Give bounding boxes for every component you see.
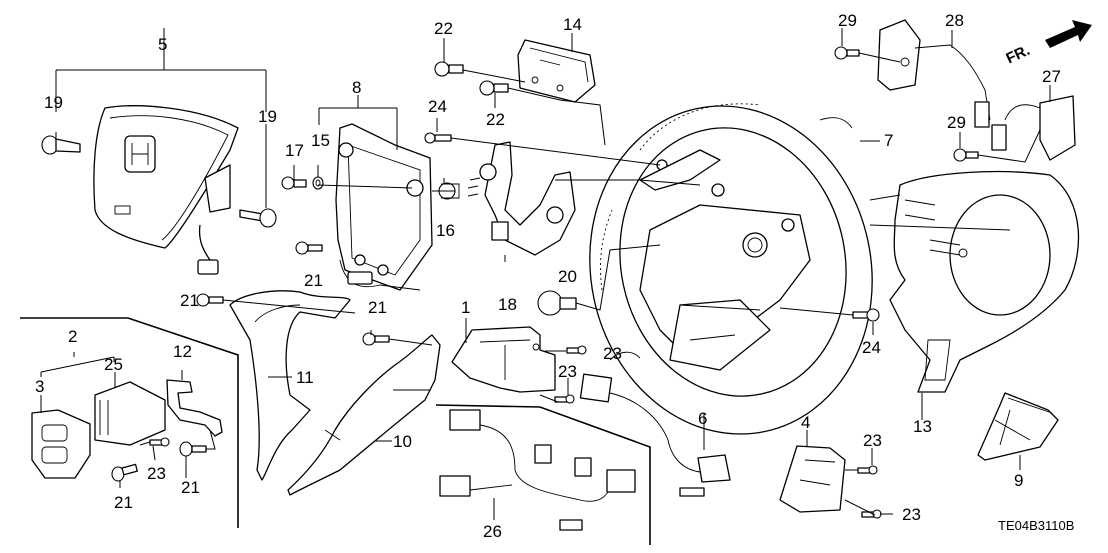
- screw-21-right-assembly[interactable]: [179, 441, 207, 457]
- steering-wheel[interactable]: [560, 79, 902, 460]
- callout-5[interactable]: 5: [158, 35, 167, 54]
- screw-23-switch-1-b[interactable]: [554, 394, 575, 404]
- drawing-code: TE04B3110B: [998, 518, 1074, 533]
- screw-21-cable-reel[interactable]: [295, 241, 323, 255]
- callout-1[interactable]: 1: [461, 298, 470, 317]
- screw-23-switch-4-a[interactable]: [857, 465, 878, 475]
- callout-16[interactable]: 16: [436, 221, 455, 240]
- callout-25[interactable]: 25: [104, 355, 123, 374]
- callout-28[interactable]: 28: [945, 11, 964, 30]
- bracket-14[interactable]: [517, 39, 596, 103]
- callout-8[interactable]: 8: [352, 78, 361, 97]
- callout-29-lower[interactable]: 29: [947, 113, 966, 132]
- callout-21-garnish-left[interactable]: 21: [180, 291, 199, 310]
- callout-labels: 5 19 19 8 17 15 16 21 22 14 22 24 18 20 …: [35, 11, 1061, 541]
- screw-24-upper[interactable]: [424, 132, 452, 144]
- callout-9[interactable]: 9: [1014, 471, 1023, 490]
- callout-7[interactable]: 7: [884, 131, 893, 150]
- callout-18[interactable]: 18: [498, 295, 517, 314]
- cable-reel-assembly[interactable]: [335, 123, 433, 291]
- screw-22-upper[interactable]: [434, 61, 464, 77]
- callout-14[interactable]: 14: [563, 15, 582, 34]
- callout-21-assembly-left[interactable]: 21: [114, 493, 133, 512]
- washer-15[interactable]: [312, 176, 324, 190]
- callout-15[interactable]: 15: [311, 131, 330, 150]
- callout-3[interactable]: 3: [35, 377, 44, 396]
- left-garnish-11[interactable]: [229, 290, 351, 481]
- screw-21-left-assembly[interactable]: [111, 463, 138, 482]
- callout-21-assembly-right[interactable]: 21: [181, 478, 200, 497]
- rear-cover-13[interactable]: [889, 170, 1080, 393]
- nut-20[interactable]: [537, 290, 577, 316]
- screw-21-garnish-left[interactable]: [196, 293, 224, 307]
- switch-bracket-18[interactable]: [467, 141, 576, 256]
- callout-20[interactable]: 20: [558, 267, 577, 286]
- wire-harness-26[interactable]: [439, 409, 636, 531]
- callout-27[interactable]: 27: [1042, 67, 1061, 86]
- callout-19-left[interactable]: 19: [44, 93, 63, 112]
- bolt-19-right[interactable]: [239, 208, 277, 228]
- callout-22-upper[interactable]: 22: [434, 19, 453, 38]
- callout-6[interactable]: 6: [698, 409, 707, 428]
- front-direction-indicator: FR.: [1003, 20, 1092, 67]
- switch-unit-25[interactable]: [94, 381, 166, 446]
- lower-garnish-9[interactable]: [977, 392, 1059, 461]
- callout-23-switch-4-a[interactable]: 23: [863, 431, 882, 450]
- cruise-control-switch-1[interactable]: [451, 326, 556, 393]
- callout-21-cable-reel[interactable]: 21: [304, 271, 323, 290]
- callout-23-switch-4-b[interactable]: 23: [902, 505, 921, 524]
- callout-29-upper[interactable]: 29: [838, 11, 857, 30]
- callout-21-garnish-right[interactable]: 21: [368, 298, 387, 317]
- callout-23-switch-1-a[interactable]: 23: [603, 344, 622, 363]
- callout-23-assembly[interactable]: 23: [147, 464, 166, 483]
- screw-23-switch-4-b[interactable]: [861, 509, 882, 519]
- screw-22-lower[interactable]: [479, 80, 509, 96]
- callout-24-upper[interactable]: 24: [428, 97, 447, 116]
- callout-19-right[interactable]: 19: [258, 107, 277, 126]
- callout-17[interactable]: 17: [285, 141, 304, 160]
- paddle-shifter-27[interactable]: [991, 95, 1076, 161]
- switch-harness-6[interactable]: [579, 373, 731, 497]
- bolt-17[interactable]: [281, 176, 307, 190]
- screw-23-switch-1-a[interactable]: [566, 345, 587, 355]
- callout-23-switch-1-b[interactable]: 23: [558, 362, 577, 381]
- leader-lines: [20, 28, 1051, 545]
- callout-10[interactable]: 10: [393, 432, 412, 451]
- driver-airbag-module[interactable]: [93, 105, 239, 275]
- screw-29-lower[interactable]: [953, 148, 979, 162]
- screw-21-garnish-right[interactable]: [362, 332, 390, 346]
- front-arrow-icon: [1045, 20, 1092, 48]
- callout-26[interactable]: 26: [483, 522, 502, 541]
- fr-label: FR.: [1003, 42, 1032, 68]
- right-garnish-10[interactable]: [287, 334, 441, 496]
- screw-29-upper[interactable]: [834, 46, 860, 60]
- callout-11[interactable]: 11: [296, 368, 314, 387]
- callout-2[interactable]: 2: [68, 327, 77, 346]
- switch-cover-3[interactable]: [31, 409, 91, 479]
- callout-4[interactable]: 4: [801, 413, 810, 432]
- callout-22-lower[interactable]: 22: [486, 110, 505, 129]
- bolt-19-left[interactable]: [41, 135, 81, 155]
- audio-remote-switch-4[interactable]: [779, 445, 846, 513]
- callout-24-lower[interactable]: 24: [862, 338, 881, 357]
- paddle-shifter-28[interactable]: [877, 19, 991, 128]
- screw-23-small[interactable]: [149, 437, 170, 447]
- callout-13[interactable]: 13: [913, 417, 932, 436]
- switch-bracket-12[interactable]: [166, 379, 223, 437]
- callout-12[interactable]: 12: [173, 342, 192, 361]
